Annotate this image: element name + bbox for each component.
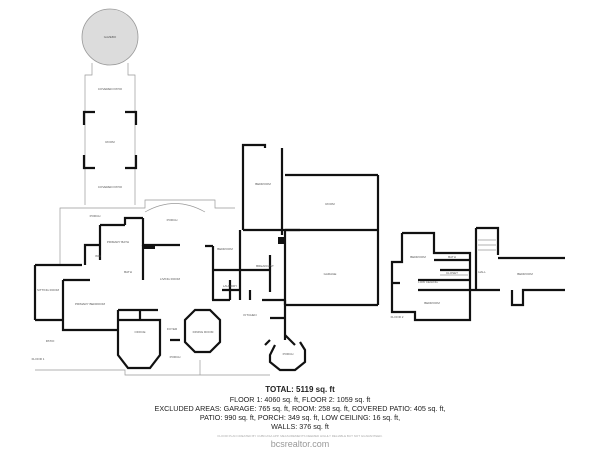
room-label: LAUNDRY xyxy=(223,284,237,288)
room-label: WIC xyxy=(95,254,102,258)
room-label: LOW CEILING xyxy=(418,280,438,284)
room-label: KITCHEN xyxy=(243,313,256,317)
room-label: COVERED PATIO xyxy=(98,87,123,91)
room-label: PORCH xyxy=(170,355,181,359)
room-label: BATH xyxy=(124,270,132,274)
room-label: GAZEBO xyxy=(104,35,117,39)
floor-plan: GAZEBO COVERED PATIO ROOM COVERED PATIO … xyxy=(32,8,565,376)
covered-patio-outline xyxy=(84,63,136,205)
room-label: DINING ROOM xyxy=(193,330,214,334)
stairs xyxy=(440,239,496,276)
room-label: BEDROOM xyxy=(410,255,426,259)
room-label: PRIMARY BATH xyxy=(107,240,129,244)
website-watermark: bcsrealtor.com xyxy=(270,439,330,449)
room-label: BEDROOM xyxy=(255,182,271,186)
floor-label: FLOOR 1 xyxy=(32,357,45,361)
room-label: BEDROOM xyxy=(217,247,233,251)
room-label: BATH xyxy=(448,255,456,259)
room-label: ROOM xyxy=(105,140,115,144)
room-label: CLOSET xyxy=(446,271,458,275)
floor1-walls xyxy=(33,143,380,372)
gazebo-shape xyxy=(81,8,139,66)
patio-outline xyxy=(35,199,270,376)
room-label: HALL xyxy=(478,270,486,274)
room-label: PORCH xyxy=(167,218,178,222)
room-walls xyxy=(82,110,138,170)
room-label: GARAGE xyxy=(324,272,337,276)
room-label: PORCH xyxy=(90,214,101,218)
room-label: PRIMARY BEDROOM xyxy=(75,302,105,306)
excluded-areas-line1: EXCLUDED AREAS: GARAGE: 765 sq. ft, ROOM… xyxy=(154,404,446,413)
room-label: BEDROOM xyxy=(424,301,440,305)
room-label: ROOM xyxy=(325,202,335,206)
room-label: PORCH xyxy=(283,352,294,356)
total-area: TOTAL: 5119 sq. ft xyxy=(265,385,335,394)
room-label: OFFICE xyxy=(135,330,146,334)
room-label: SITTING ROOM xyxy=(37,288,60,292)
disclaimer: FLOOR PLAN CREATED BY CUBICASA APP. MEAS… xyxy=(217,434,383,438)
room-label: LIVING ROOM xyxy=(160,277,181,281)
room-label: BEDROOM xyxy=(517,272,533,276)
walls-area: WALLS: 376 sq. ft xyxy=(271,422,329,431)
room-label: FOYER xyxy=(167,327,178,331)
room-label: COVERED PATIO xyxy=(98,185,123,189)
floor2-walls xyxy=(390,226,565,322)
floor-label: FLOOR 2 xyxy=(391,315,404,319)
room-label: BREAKFAST xyxy=(256,264,274,268)
arch-outline xyxy=(144,203,206,213)
room-label: PATIO xyxy=(46,339,55,343)
floor-areas: FLOOR 1: 4060 sq. ft, FLOOR 2: 1059 sq. … xyxy=(229,395,371,404)
excluded-areas-line2: PATIO: 990 sq. ft, PORCH: 349 sq. ft, LO… xyxy=(199,413,401,422)
